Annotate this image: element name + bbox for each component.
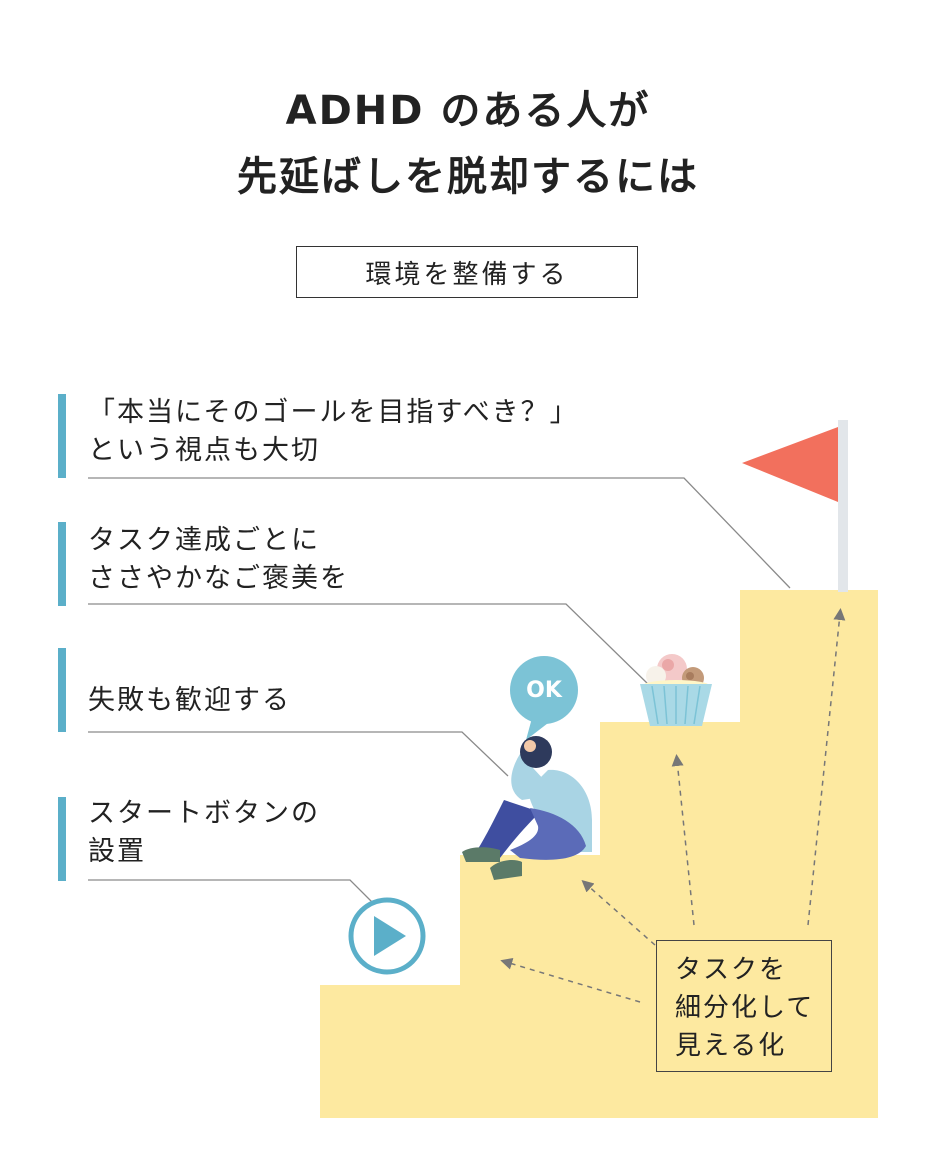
play-button-icon (348, 897, 426, 975)
subtitle-box: 環境を整備する (296, 246, 638, 298)
arrow-step-3 (671, 754, 695, 926)
sitting-person-icon (462, 736, 592, 880)
tip-bar-4 (58, 797, 66, 881)
title-line-1: ADHD のある人が (285, 88, 651, 134)
tip-bar-2 (58, 522, 66, 606)
cupcake-icon (640, 654, 712, 726)
tip-failure: 失敗も歓迎する (88, 682, 291, 720)
ok-label: OK (526, 678, 562, 703)
arrow-step-1 (500, 957, 641, 1003)
tip-start-line-1: スタートボタンの (88, 798, 320, 829)
connector-lines (88, 477, 791, 907)
tip-bar-1 (58, 394, 66, 478)
tip-goal: 「本当にそのゴールを目指すべき？」 という視点も大切 (88, 394, 579, 470)
tip-bar-3 (58, 648, 66, 732)
task-box-line-3: 見える化 (675, 1031, 787, 1061)
tip-start: スタートボタンの 設置 (88, 795, 320, 871)
connector-line-reward (88, 603, 649, 685)
connector-line-goal (88, 477, 791, 589)
task-box: タスクを 細分化して 見える化 (656, 940, 832, 1072)
title-line-2: 先延ばしを脱却するには (237, 154, 699, 200)
connector-line-failure (88, 731, 509, 777)
tip-reward-line-1: タスク達成ごとに (88, 525, 320, 556)
task-box-line-1: タスクを (675, 955, 788, 985)
speech-bubble-icon (510, 656, 578, 740)
tip-failure-line-1: 失敗も歓迎する (88, 685, 291, 716)
tip-goal-line-1: 「本当にそのゴールを目指すべき？」 (88, 397, 579, 428)
progress-arrows (500, 608, 846, 1003)
flag-pole-icon (838, 420, 848, 592)
task-box-line-2: 細分化して (675, 993, 815, 1023)
connector-line-start (88, 879, 377, 907)
tip-reward-line-2: ささやかなご褒美を (88, 563, 349, 594)
subtitle-text: 環境を整備する (365, 259, 569, 290)
tip-start-line-2: 設置 (88, 836, 146, 867)
flag-icon (742, 427, 838, 502)
arrow-step-4 (807, 608, 846, 926)
tip-reward: タスク達成ごとに ささやかなご褒美を (88, 522, 349, 598)
tip-goal-line-2: という視点も大切 (88, 435, 320, 466)
